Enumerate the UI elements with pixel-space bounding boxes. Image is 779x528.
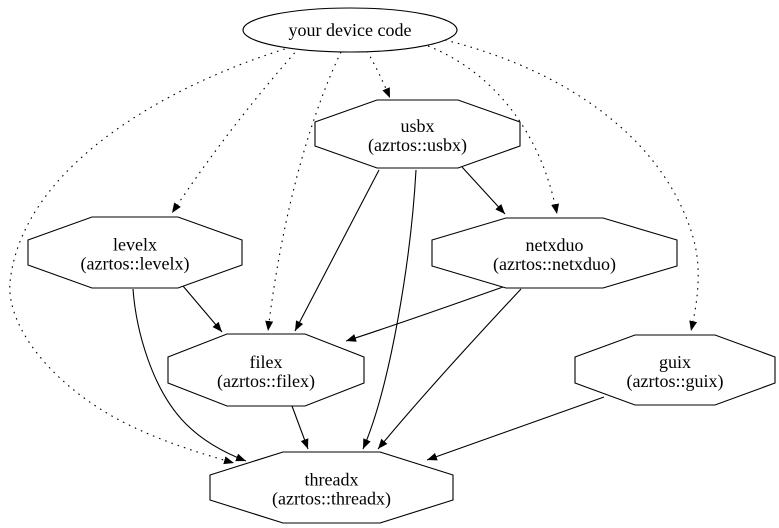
edge-device-threadx (9, 46, 292, 465)
edge-usbx-netxduo (461, 166, 506, 215)
node-device: your device code (242, 7, 458, 53)
filex-octagon-shape (167, 333, 365, 407)
guix-octagon-shape (574, 334, 776, 406)
node-threadx: threadx(azrtos::threadx) (209, 451, 454, 524)
netxduo-label: netxduo (526, 235, 584, 255)
usbx-sublabel: (azrtos::usbx) (368, 135, 467, 156)
device-label: your device code (289, 20, 412, 40)
node-filex: filex(azrtos::filex) (167, 333, 365, 407)
edge-usbx-filex (294, 169, 380, 332)
edge-usbx-threadx (362, 169, 417, 450)
edge-levelx-threadx (132, 288, 247, 462)
edge-device-levelx (171, 47, 300, 214)
edge-filex-threadx (291, 405, 309, 450)
guix-label: guix (659, 352, 691, 372)
node-levelx: levelx(azrtos::levelx) (27, 216, 243, 289)
edge-guix-threadx (426, 396, 605, 461)
threadx-label: threadx (305, 470, 359, 490)
usbx-octagon-shape (314, 99, 521, 169)
nodes-layer: your device codeusbx(azrtos::usbx)levelx… (27, 7, 776, 524)
node-netxduo: netxduo(azrtos::netxduo) (431, 217, 678, 289)
levelx-sublabel: (azrtos::levelx) (81, 254, 190, 275)
filex-label: filex (250, 352, 283, 372)
edge-device-guix (444, 39, 699, 332)
edge-netxduo-threadx (377, 288, 522, 450)
levelx-label: levelx (113, 235, 157, 255)
edge-netxduo-filex (345, 286, 504, 342)
netxduo-sublabel: (azrtos::netxduo) (493, 254, 616, 275)
levelx-octagon-shape (27, 216, 243, 289)
threadx-sublabel: (azrtos::threadx) (272, 489, 391, 510)
node-guix: guix(azrtos::guix) (574, 334, 776, 406)
device-ellipse-shape (242, 7, 458, 53)
edge-device-filex (265, 51, 342, 332)
usbx-label: usbx (400, 116, 434, 136)
netxduo-octagon-shape (431, 217, 678, 289)
guix-sublabel: (azrtos::guix) (627, 371, 724, 392)
filex-sublabel: (azrtos::filex) (217, 371, 315, 392)
edge-device-usbx (366, 50, 391, 99)
edge-levelx-filex (182, 285, 223, 333)
edge-device-netxduo (427, 45, 560, 215)
threadx-octagon-shape (209, 451, 454, 524)
node-usbx: usbx(azrtos::usbx) (314, 99, 521, 169)
edges-layer (9, 39, 699, 465)
